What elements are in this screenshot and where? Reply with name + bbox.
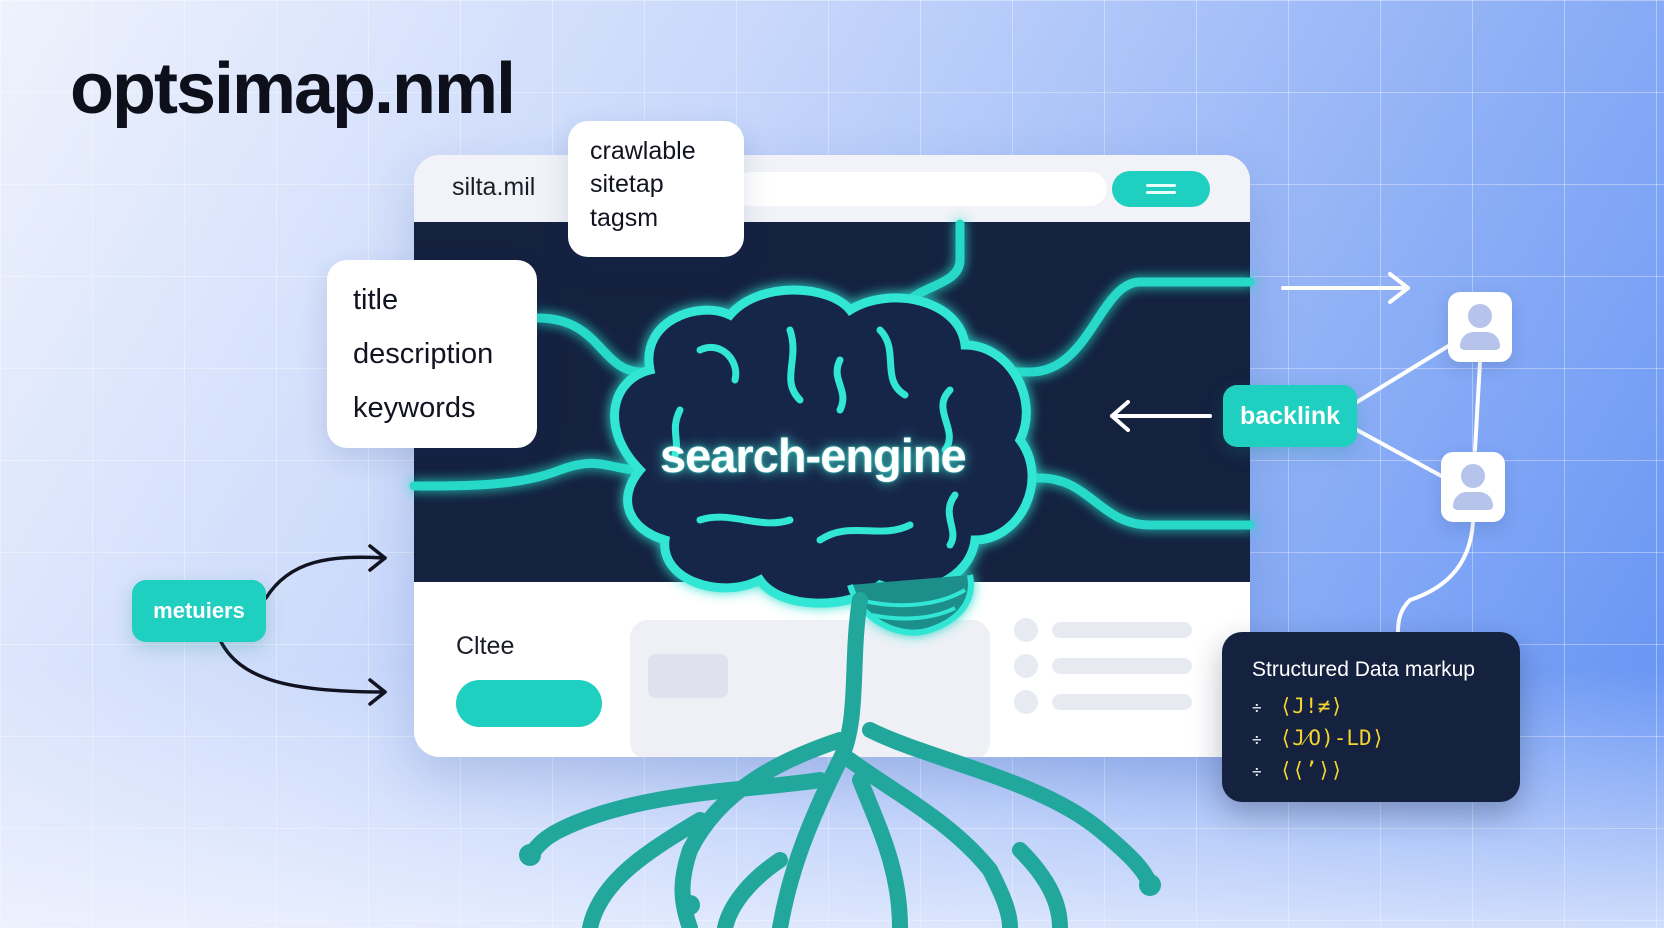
structured-data-card: Structured Data markup ÷ ⟨J!≠⟩ ÷ ⟨J⁄O)-LD⟩…: [1222, 632, 1520, 802]
metrics-badge[interactable]: metuiers: [132, 580, 266, 642]
meta-title-label: title: [353, 284, 399, 316]
browser-toolbar: silta.mil: [414, 155, 1250, 222]
meta-keywords-label: keywords: [353, 392, 476, 424]
code-text: ⟨J⁄O)-LD⟩: [1279, 726, 1385, 750]
meta-description-label: description: [353, 338, 494, 370]
code-line: ÷ ⟨⟨’⟩⟩: [1252, 758, 1343, 782]
code-bullet: ÷: [1252, 698, 1262, 717]
list-item: [1014, 654, 1204, 678]
page-content: Cltee: [414, 582, 1250, 757]
list-item: [1014, 690, 1204, 714]
code-text: ⟨⟨’⟩⟩: [1279, 758, 1343, 782]
crawl-line: sitetap: [590, 170, 664, 198]
code-line: ÷ ⟨J!≠⟩: [1252, 694, 1343, 718]
meta-tags-card: title description keywords: [327, 260, 537, 448]
code-bullet: ÷: [1252, 730, 1262, 749]
code-bullet: ÷: [1252, 762, 1262, 781]
list-item: [1014, 618, 1204, 642]
structured-data-title: Structured Data markup: [1252, 658, 1475, 681]
content-label: Cltee: [456, 632, 515, 660]
cta-button[interactable]: [456, 680, 602, 727]
code-line: ÷ ⟨J⁄O)-LD⟩: [1252, 726, 1384, 751]
user-icon[interactable]: [1441, 452, 1505, 522]
page-title: optsimap.nml: [70, 49, 516, 129]
address-bar[interactable]: [734, 172, 1107, 206]
hero-panel: [414, 222, 1250, 582]
crawl-line: tagsm: [590, 204, 659, 232]
code-text: ⟨J!≠⟩: [1279, 694, 1343, 718]
brain-label: search-engine: [660, 429, 967, 482]
placeholder-image: [648, 654, 728, 698]
user-icon[interactable]: [1448, 292, 1512, 362]
crawl-line: crawlable: [590, 137, 696, 165]
menu-icon[interactable]: [1112, 171, 1210, 207]
backlink-badge[interactable]: backlink: [1223, 385, 1357, 447]
crawlable-card: crawlable sitetap tagsm: [568, 121, 744, 257]
browser-tab-label[interactable]: silta.mil: [452, 173, 536, 201]
placeholder-card: [630, 620, 990, 757]
